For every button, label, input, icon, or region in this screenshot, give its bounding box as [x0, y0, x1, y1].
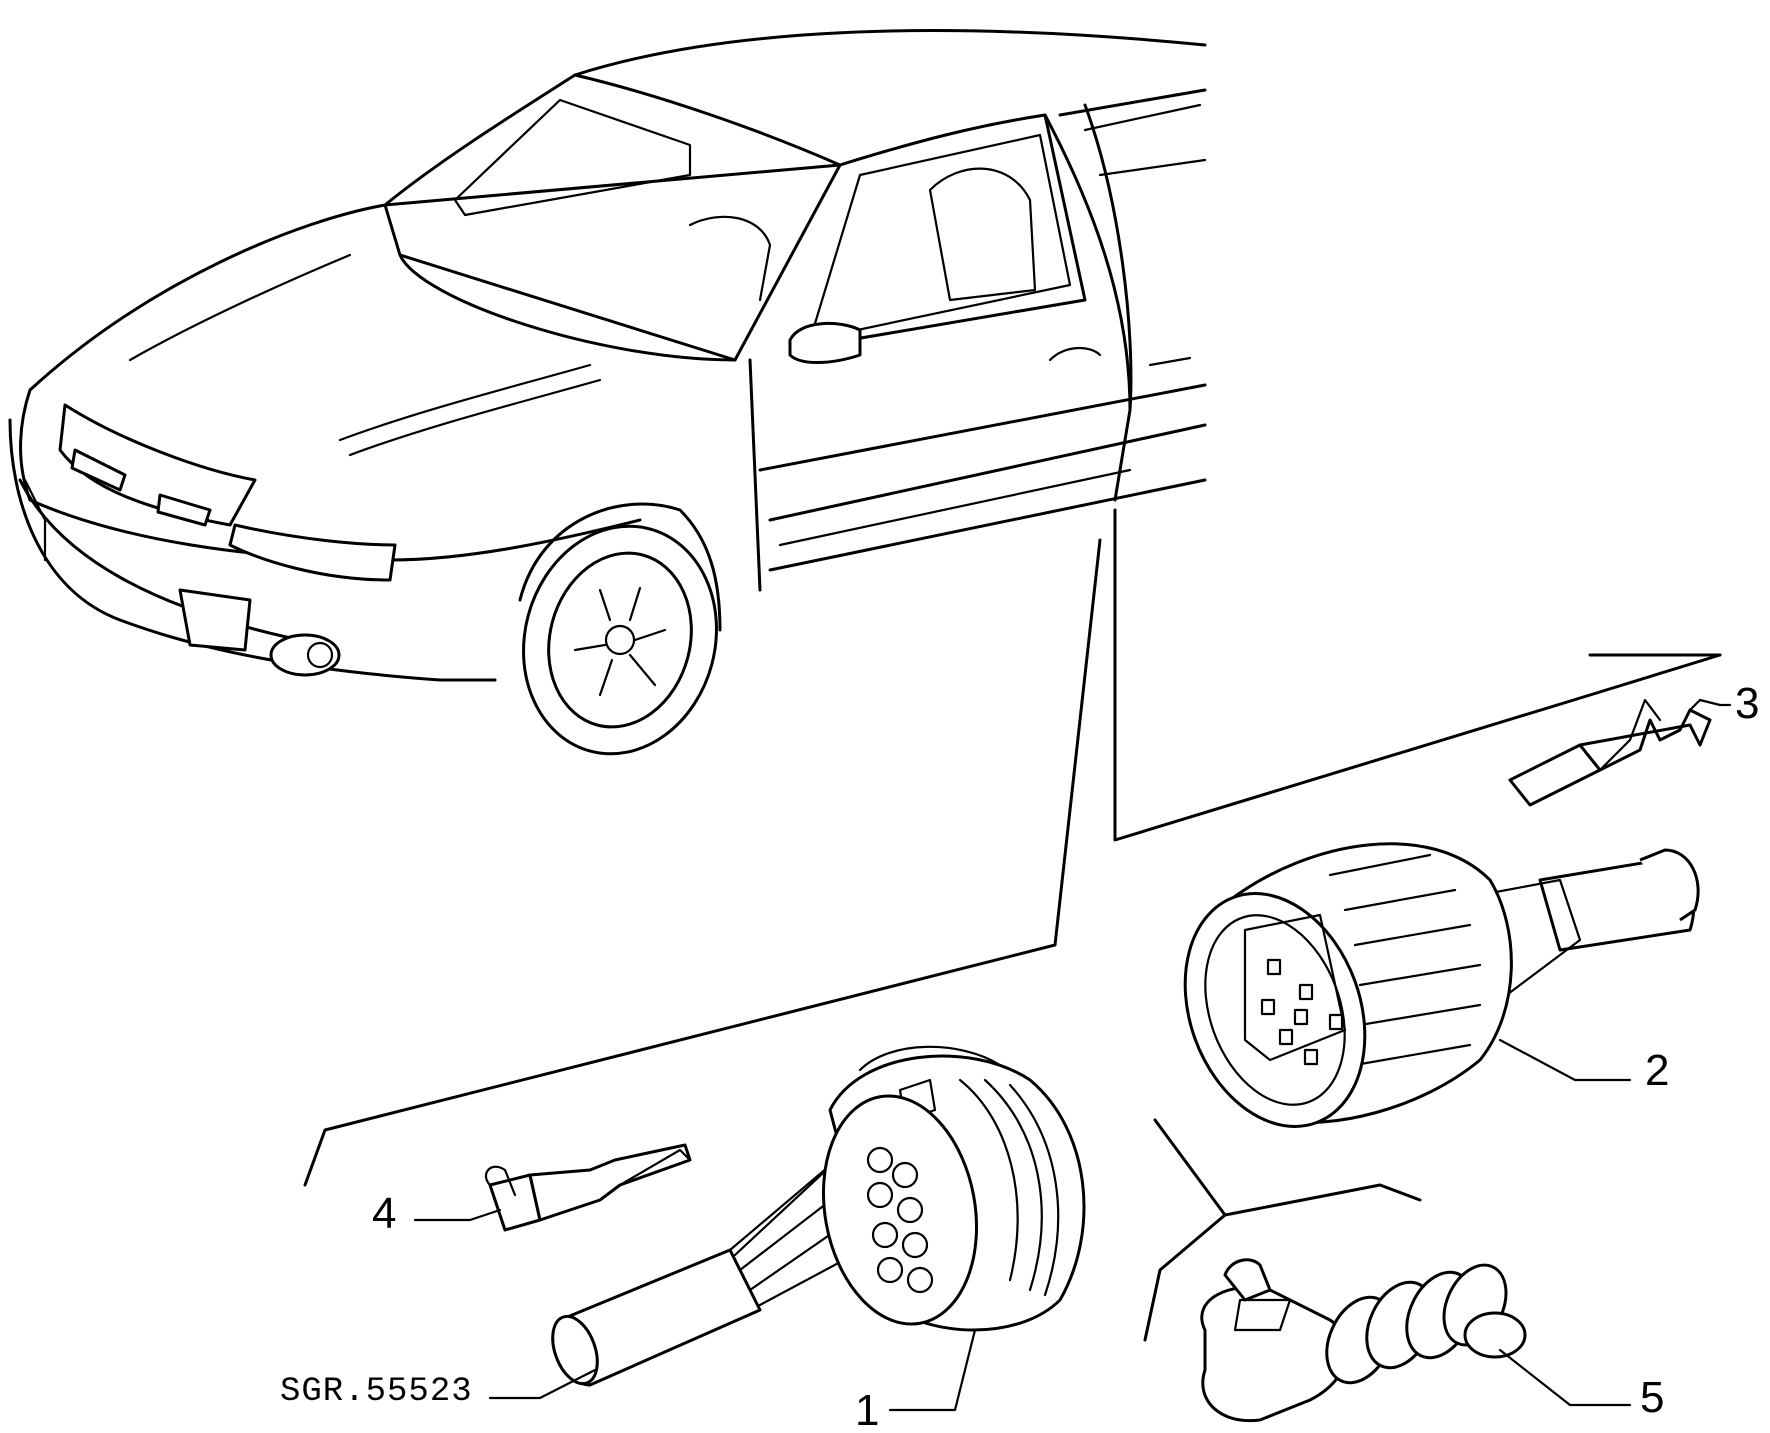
connector-pins [1260, 958, 1344, 1066]
wire-seats [866, 1146, 934, 1294]
callout-5: 5 [1640, 1373, 1664, 1422]
reference-code: SGR.55523 [280, 1373, 473, 1411]
part-2-round-connector [1183, 842, 1700, 1128]
callout-4: 4 [372, 1189, 396, 1238]
wheel-spokes [573, 586, 667, 697]
callout-2: 2 [1645, 1046, 1669, 1095]
callout-labels: 1 2 3 4 5 SGR.55523 [280, 679, 1759, 1433]
callout-3: 3 [1735, 679, 1759, 728]
part-1-connector-with-cable [551, 1045, 1086, 1387]
leader-lines [303, 508, 1722, 1342]
callout-leaders [413, 1038, 1632, 1412]
car-illustration [8, 29, 1207, 756]
part-4-male-terminal [484, 1143, 692, 1232]
part-5-cable-seal [1200, 1258, 1527, 1423]
callout-1: 1 [855, 1386, 879, 1433]
part-3-female-terminal [1508, 698, 1732, 807]
connector-ribs [1328, 853, 1482, 1067]
seal-coils [1325, 1263, 1508, 1385]
housing-ribs [958, 1078, 1060, 1297]
